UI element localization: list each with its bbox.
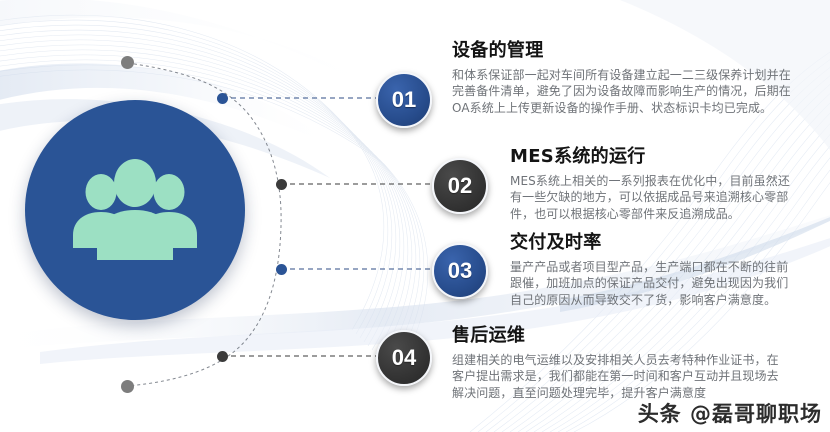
block-02-body: MES系统上相关的一系列报表在优化中，目前虽然还有一些欠缺的地方，可以依据成品号… — [510, 174, 790, 221]
users-group-icon — [73, 159, 197, 260]
badge-03[interactable]: 03 — [432, 243, 488, 299]
content-block-04: 售后运维 组建相关的电气运维以及安排相关人员去考特种作业证书，在客户提出需求是，… — [452, 325, 782, 401]
badge-02[interactable]: 02 — [432, 158, 488, 214]
block-01-body: 和体系保证部一起对车间所有设备建立起一二三级保养计划并在完善备件清单，避免了因为… — [452, 68, 791, 115]
watermark: 头条 @磊哥聊职场 — [637, 402, 822, 426]
block-03-body: 量产产品或者项目型产品，生产端口都在不断的往前跟催，加班加点的保证产品交付，避免… — [510, 260, 789, 307]
block-04-title: 售后运维 — [452, 325, 526, 346]
badge-01[interactable]: 01 — [376, 72, 432, 128]
hero-circle — [25, 100, 245, 320]
block-04-body: 组建相关的电气运维以及安排相关人员去考特种作业证书，在客户提出需求是，我们都能在… — [452, 353, 779, 400]
content-block-01: 设备的管理 和体系保证部一起对车间所有设备建立起一二三级保养计划并在完善备件清单… — [452, 40, 794, 116]
connector-dot-bottom-grey — [121, 380, 134, 393]
block-02-title: MES系统的运行 — [510, 146, 646, 167]
connector-dot-04 — [217, 351, 228, 362]
block-01-title: 设备的管理 — [452, 40, 544, 61]
badge-03-number: 03 — [447, 258, 473, 283]
badge-04-number: 04 — [391, 345, 417, 370]
connector-dot-03 — [276, 264, 287, 275]
content-block-03: 交付及时率 量产产品或者项目型产品，生产端口都在不断的往前跟催，加班加点的保证产… — [510, 232, 798, 308]
connector-dot-02 — [276, 179, 287, 190]
connector-dot-01 — [217, 93, 228, 104]
block-03-title: 交付及时率 — [510, 232, 602, 253]
content-block-02: MES系统的运行 MES系统上相关的一系列报表在优化中，目前虽然还有一些欠缺的地… — [510, 146, 798, 222]
badge-02-number: 02 — [447, 173, 473, 198]
badge-01-number: 01 — [391, 87, 417, 112]
connector-dot-top-grey — [121, 56, 134, 69]
badge-04[interactable]: 04 — [376, 330, 432, 386]
